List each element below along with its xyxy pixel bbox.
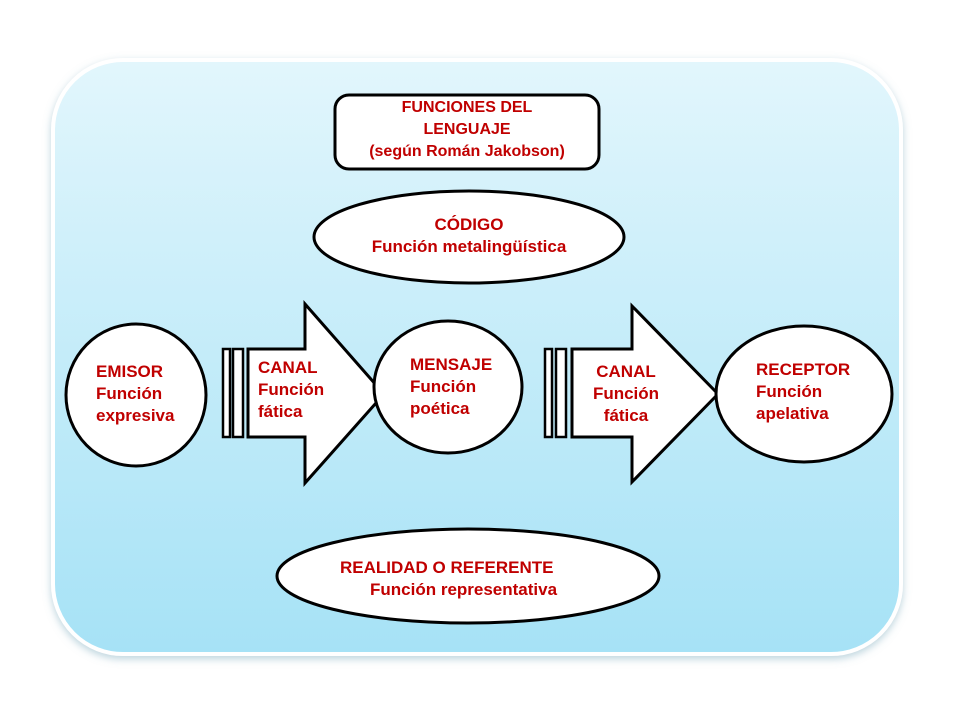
- title-label: FUNCIONES DEL LENGUAJE (según Román Jako…: [335, 97, 599, 163]
- emisor-circle: [64, 322, 208, 468]
- receptor-line-2: Función: [756, 382, 823, 401]
- canal-right-bar-1: [543, 347, 554, 439]
- emisor-line-2: Función: [96, 384, 163, 403]
- canal-left-label: CANAL Función fática: [258, 357, 324, 423]
- title-line-3: (según Román Jakobson): [369, 143, 565, 160]
- codigo-ellipse: [312, 189, 626, 285]
- mensaje-line-3: poética: [410, 399, 470, 418]
- canal-left-line-2: Función: [258, 380, 325, 399]
- canal-right-line-2: Función: [592, 384, 660, 403]
- canal-left-arrow: [246, 300, 387, 487]
- title-line-2: LENGUAJE: [423, 121, 511, 138]
- canal-left-bar-2: [231, 347, 245, 439]
- emisor-label: EMISOR Función expresiva: [96, 361, 174, 427]
- canal-left-line-3: fática: [258, 402, 303, 421]
- canal-right-arrow: [570, 302, 721, 486]
- referente-ellipse: [275, 527, 661, 625]
- emisor-line-3: expresiva: [96, 406, 175, 425]
- canal-right-name: CANAL: [596, 362, 656, 381]
- receptor-label: RECEPTOR Función apelativa: [756, 359, 850, 425]
- receptor-name: RECEPTOR: [756, 360, 851, 379]
- mensaje-name: MENSAJE: [410, 355, 493, 374]
- title-line-1: FUNCIONES DEL: [401, 99, 533, 116]
- emisor-name: EMISOR: [96, 362, 164, 381]
- referente-name: REALIDAD O REFERENTE: [340, 558, 554, 577]
- mensaje-label: MENSAJE Función poética: [410, 354, 492, 420]
- canal-left-name: CANAL: [258, 358, 318, 377]
- codigo-name: CÓDIGO: [434, 215, 504, 234]
- canal-right-bar-2: [554, 347, 568, 439]
- mensaje-circle: [372, 319, 524, 455]
- mensaje-line-2: Función: [410, 377, 477, 396]
- referente-function: Función representativa: [370, 580, 558, 599]
- canal-left-bar-1: [221, 347, 232, 439]
- receptor-ellipse: [714, 324, 894, 464]
- title-box: [333, 93, 601, 171]
- canal-right-line-3: fática: [603, 406, 649, 425]
- codigo-label: CÓDIGO Función metalingüística: [314, 214, 624, 258]
- canal-right-label: CANAL Función fática: [584, 361, 668, 427]
- codigo-function: Función metalingüística: [371, 237, 567, 256]
- receptor-line-3: apelativa: [756, 404, 829, 423]
- referente-label: REALIDAD O REFERENTE Función representat…: [340, 557, 557, 601]
